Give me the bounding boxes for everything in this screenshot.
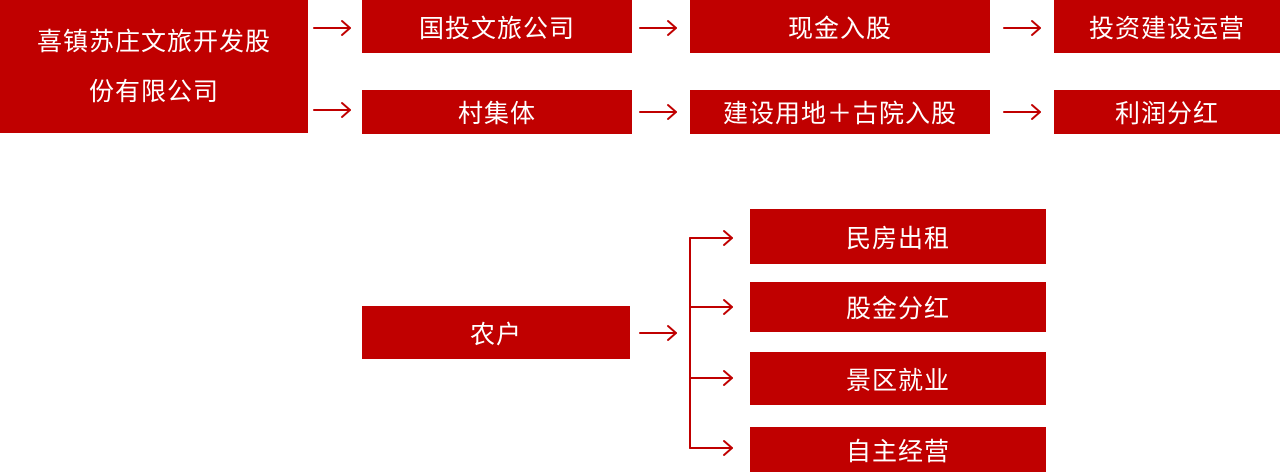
row1-contribution-label: 现金入股 xyxy=(787,13,892,43)
arrow-row2-party-to-contribution xyxy=(639,104,677,120)
farmer-benefit-label-3: 景区就业 xyxy=(845,365,950,395)
row2-contribution-label: 建设用地＋古院入股 xyxy=(722,99,957,128)
row2-party-box: 村集体 xyxy=(362,90,632,134)
row1-contribution-box: 现金入股 xyxy=(690,0,990,53)
arrow-root-to-row1 xyxy=(313,20,351,36)
row2-return-box: 利润分红 xyxy=(1054,90,1280,134)
root-company-line2: 份有限公司 xyxy=(88,76,219,106)
row2-contribution-box: 建设用地＋古院入股 xyxy=(690,90,990,134)
farmer-benefit-box-2: 股金分红 xyxy=(750,282,1046,332)
arrow-farmer-to-benefits xyxy=(639,325,677,341)
arrow-bracket-to-benefit-2 xyxy=(689,299,733,315)
farmer-benefit-box-4: 自主经营 xyxy=(750,427,1046,472)
row2-return-label: 利润分红 xyxy=(1114,99,1219,128)
arrow-bracket-to-benefit-1 xyxy=(689,230,733,246)
arrow-row1-contribution-to-return xyxy=(1003,20,1041,36)
farmer-benefit-label-4: 自主经营 xyxy=(845,436,950,466)
farmer-label: 农户 xyxy=(469,319,522,349)
farmer-box: 农户 xyxy=(362,306,630,359)
arrow-row1-party-to-contribution xyxy=(639,20,677,36)
arrow-bracket-to-benefit-3 xyxy=(689,370,733,386)
row1-return-label: 投资建设运营 xyxy=(1088,13,1245,43)
root-company-label: 喜镇苏庄文旅开发股 份有限公司 xyxy=(37,17,271,117)
row2-party-label: 村集体 xyxy=(457,99,536,128)
arrow-bracket-to-benefit-4 xyxy=(689,440,733,456)
row1-party-label: 国投文旅公司 xyxy=(418,13,575,43)
row1-return-box: 投资建设运营 xyxy=(1054,0,1280,53)
root-company-line1: 喜镇苏庄文旅开发股 xyxy=(36,26,271,56)
row1-party-box: 国投文旅公司 xyxy=(362,0,632,53)
farmer-benefit-box-3: 景区就业 xyxy=(750,352,1046,405)
root-company-box: 喜镇苏庄文旅开发股 份有限公司 xyxy=(0,0,308,133)
arrow-row2-contribution-to-return xyxy=(1003,104,1041,120)
farmer-benefit-label-1: 民房出租 xyxy=(845,223,950,253)
arrow-root-to-row2 xyxy=(313,102,351,118)
farmer-benefit-label-2: 股金分红 xyxy=(845,294,950,323)
farmer-benefit-box-1: 民房出租 xyxy=(750,209,1046,264)
